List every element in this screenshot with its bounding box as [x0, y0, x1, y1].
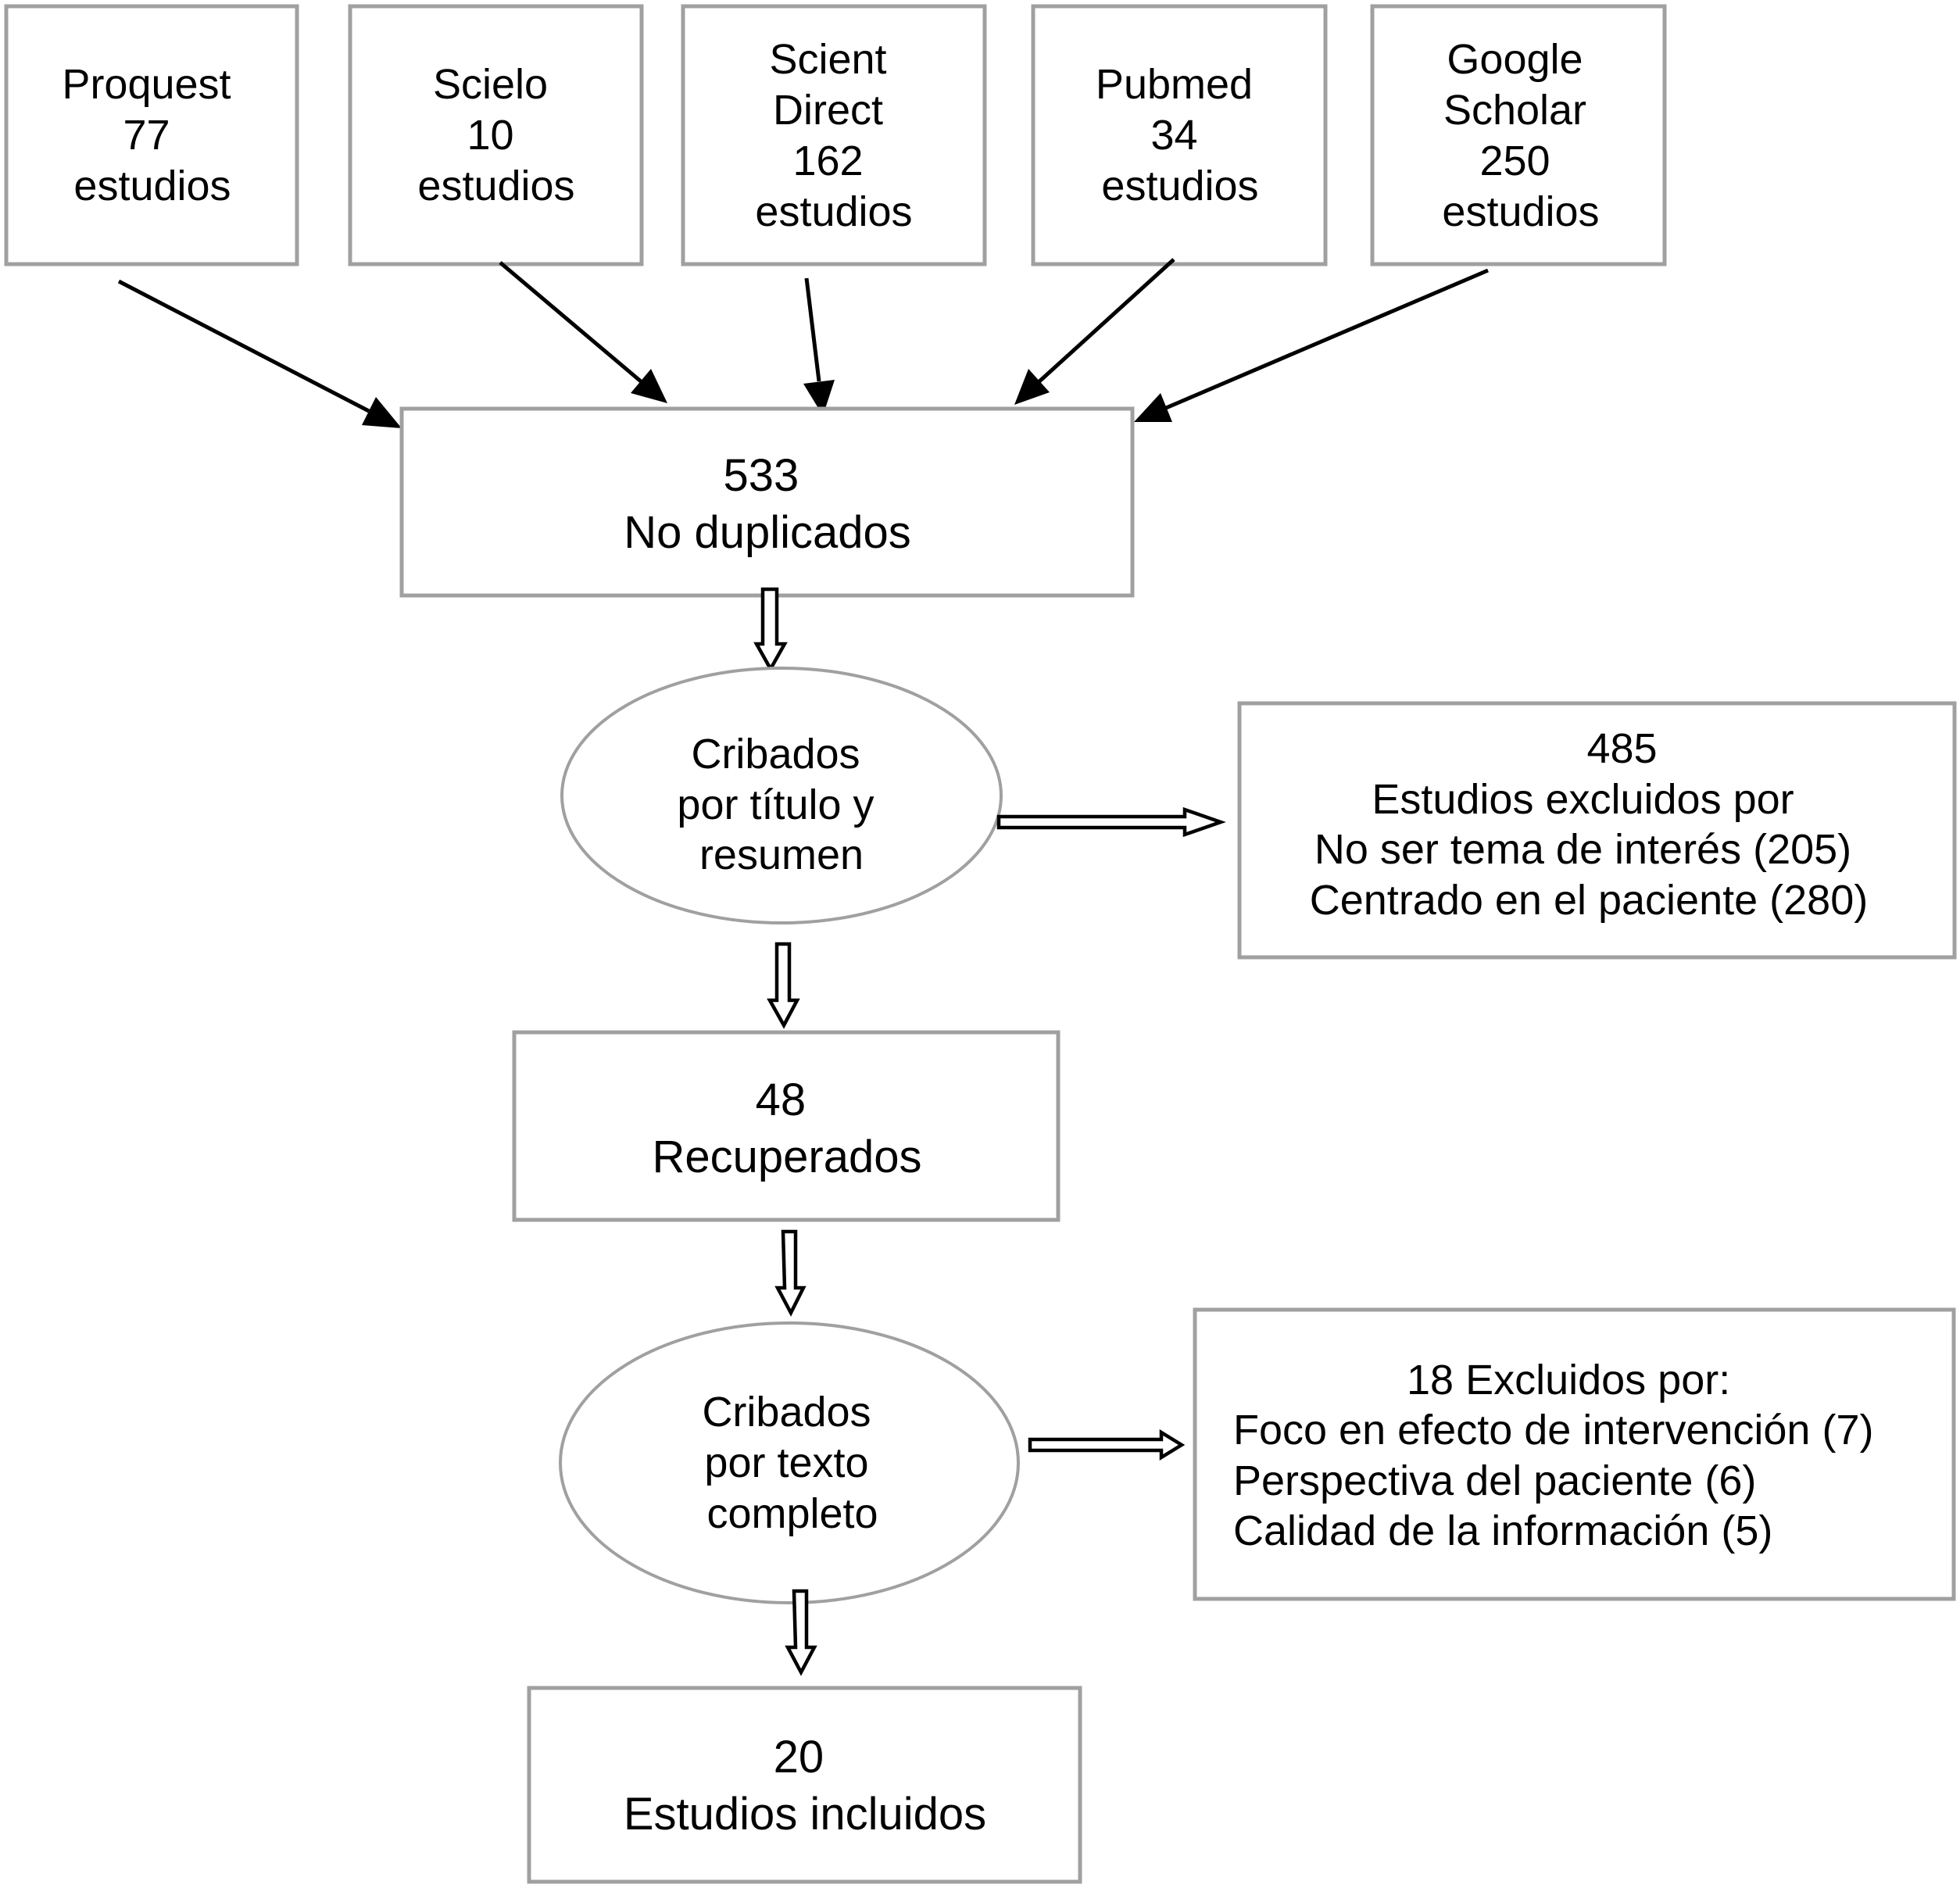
svg-text:Google Scholar 250: Google Scholar 250 estudios	[1442, 36, 1599, 235]
svg-text:485 Estudios excluidos p: 485 Estudios excluidos por No ser tema d…	[1310, 725, 1868, 924]
source-proquest-label: Proquest	[62, 61, 231, 108]
arrow-scielo-to-no-duplicados	[499, 261, 667, 403]
source-proquest-box: Proquest 77 estudios	[4, 4, 299, 266]
svg-text:48 Recuperados: 48 Recuperados	[653, 1075, 922, 1182]
svg-text:Scient Direct 162: Scient Direct 162 estudios	[755, 36, 912, 235]
cribado-titulo-line-1: Cribados	[691, 731, 860, 778]
source-proquest-count: 77	[123, 112, 170, 159]
source-scientdirect-label-1: Scient	[769, 36, 886, 83]
hollow-arrow-cribado-texto-to-incluidos	[785, 1589, 817, 1676]
source-googlescholar-count: 250	[1479, 138, 1550, 184]
hollow-arrow-cribado-texto-to-excluidos	[1028, 1429, 1186, 1461]
source-pubmed-unit: estudios	[1101, 163, 1258, 209]
svg-text:533 No duplicados: 533 No duplicados	[624, 450, 911, 558]
source-googlescholar-label-1: Google	[1447, 36, 1583, 83]
source-scielo-count: 10	[467, 112, 513, 159]
svg-text:20 Estudios incluidos: 20 Estudios incluidos	[624, 1732, 986, 1840]
source-pubmed-count: 34	[1150, 112, 1197, 159]
excluidos-titulo-reason-2: Centrado en el paciente (280)	[1310, 877, 1868, 924]
incluidos-box: 20 Estudios incluidos	[527, 1686, 1082, 1884]
svg-text:Scielo 10 estudios: Scielo 10 estudios	[417, 61, 574, 209]
svg-text:Cribados por título y: Cribados por título y resumen	[677, 731, 885, 878]
incluidos-label: Estudios incluidos	[624, 1789, 986, 1840]
hollow-arrow-cribado-titulo-to-excluidos	[996, 806, 1226, 838]
excluidos-texto-heading: 18 Excluidos por:	[1407, 1357, 1730, 1403]
recuperados-count: 48	[756, 1075, 807, 1125]
excluidos-titulo-box: 485 Estudios excluidos por No ser tema d…	[1237, 701, 1957, 960]
arrow-googlescholar-to-no-duplicados	[1134, 268, 1489, 422]
svg-text:Proquest 77 estudi: Proquest 77 estudios	[62, 61, 242, 209]
arrow-scientdirect-to-no-duplicados	[803, 277, 835, 416]
excluidos-texto-reason-1: Foco en efecto de intervención (7)	[1233, 1407, 1873, 1454]
source-pubmed-box: Pubmed 34 estudios	[1031, 4, 1328, 266]
source-scielo-label: Scielo	[433, 61, 548, 108]
excluidos-texto-reason-3: Calidad de la información (5)	[1233, 1507, 1772, 1554]
svg-text:18 Excluidos por: Foco e: 18 Excluidos por: Foco en efecto de inte…	[1233, 1357, 1885, 1554]
cribado-titulo-line-3: resumen	[699, 831, 864, 878]
svg-text:Cribados por texto: Cribados por texto completo	[702, 1389, 882, 1537]
source-scielo-box: Scielo 10 estudios	[348, 4, 644, 266]
hollow-arrow-cribado-titulo-to-recuperados	[767, 942, 800, 1029]
cribado-titulo-line-2: por título y	[677, 781, 874, 828]
source-proquest-unit: estudios	[73, 163, 231, 209]
arrow-pubmed-to-no-duplicados	[1014, 258, 1175, 405]
svg-text:Pubmed 34 estudios: Pubmed 34 estudios	[1096, 61, 1264, 209]
excluidos-titulo-reason-1: No ser tema de interés (205)	[1314, 826, 1851, 873]
recuperados-label: Recuperados	[653, 1132, 922, 1182]
source-googlescholar-box: Google Scholar 250 estudios	[1370, 4, 1667, 266]
source-scielo-unit: estudios	[417, 163, 574, 209]
source-scientdirect-unit: estudios	[755, 188, 912, 235]
source-scientdirect-box: Scient Direct 162 estudios	[681, 4, 987, 266]
cribado-texto-ellipse: Cribados por texto completo	[559, 1321, 1020, 1604]
incluidos-count: 20	[774, 1732, 824, 1783]
no-duplicados-label: No duplicados	[624, 507, 911, 558]
excluidos-texto-box: 18 Excluidos por: Foco en efecto de inte…	[1193, 1307, 1956, 1601]
excluidos-texto-reason-2: Perspectiva del paciente (6)	[1233, 1457, 1756, 1504]
cribado-texto-line-3: completo	[706, 1490, 878, 1537]
excluidos-titulo-heading: Estudios excluidos por	[1372, 776, 1794, 823]
cribado-titulo-ellipse: Cribados por título y resumen	[560, 667, 1003, 924]
no-duplicados-count: 533	[724, 450, 799, 501]
hollow-arrow-recuperados-to-cribado-texto	[774, 1229, 807, 1317]
source-pubmed-label: Pubmed	[1096, 61, 1253, 108]
source-scientdirect-count: 162	[792, 138, 863, 184]
source-googlescholar-unit: estudios	[1442, 188, 1599, 235]
hollow-arrow-no-duplicados-to-cribado-titulo	[753, 587, 788, 673]
excluidos-titulo-count: 485	[1586, 725, 1657, 772]
cribado-texto-line-1: Cribados	[702, 1389, 871, 1436]
recuperados-box: 48 Recuperados	[512, 1030, 1060, 1222]
cribado-texto-line-2: por texto	[704, 1439, 868, 1486]
source-googlescholar-label-2: Scholar	[1443, 87, 1586, 134]
source-scientdirect-label-2: Direct	[773, 87, 883, 134]
no-duplicados-box: 533 No duplicados	[399, 406, 1135, 598]
arrow-proquest-to-no-duplicados	[117, 279, 402, 428]
